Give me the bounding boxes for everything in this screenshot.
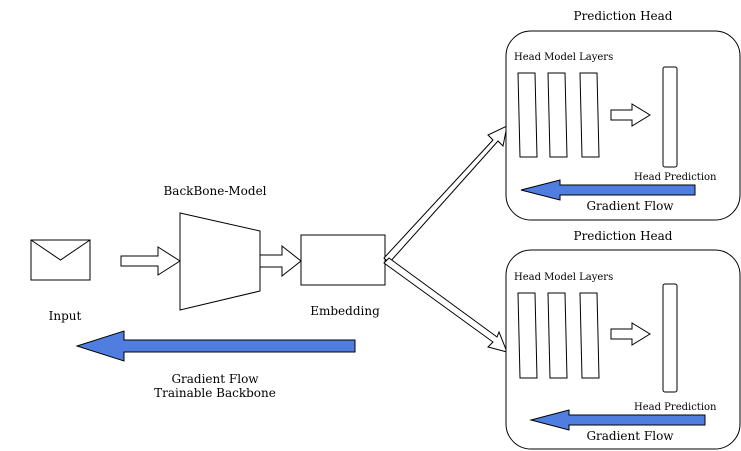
head-2-layer-3 — [579, 292, 600, 379]
head-2-layers-to-output-arrow — [610, 322, 651, 346]
trainable-backbone-label: Trainable Backbone — [154, 386, 276, 400]
input-label: Input — [49, 309, 82, 323]
embedding-label: Embedding — [310, 304, 380, 318]
head-2-prediction-label: Head Prediction — [634, 402, 717, 413]
gradient-arrow-backbone — [75, 330, 356, 362]
main-gradient-flow: Gradient Flow Trainable Backbone — [75, 330, 356, 400]
head-1-gradient-label: Gradient Flow — [586, 199, 674, 213]
embedding-to-head-1-arrow — [383, 125, 508, 264]
backbone-node: BackBone-Model — [163, 184, 267, 311]
embedding-node: Embedding — [300, 234, 386, 318]
input-node: Input — [30, 239, 91, 323]
head-1-layers-label: Head Model Layers — [514, 52, 613, 63]
head-1-title: Prediction Head — [574, 9, 673, 23]
head-2-layer-1 — [517, 292, 538, 379]
head-1-output — [662, 66, 678, 168]
prediction-head-1: Prediction Head Head Model Layers Head P… — [505, 9, 741, 221]
head-1-gradient-arrow — [520, 179, 696, 201]
head-2-layer-2 — [547, 292, 568, 379]
head-1-layers-to-output-arrow — [610, 103, 651, 127]
backbone-label: BackBone-Model — [163, 184, 266, 198]
input-to-backbone-arrow — [120, 246, 181, 276]
prediction-head-2: Prediction Head Head Model Layers Head P… — [505, 229, 741, 450]
embedding-box — [300, 234, 386, 286]
gradient-flow-label: Gradient Flow — [171, 372, 259, 386]
head-1-layer-1 — [517, 72, 538, 158]
backbone-trapezoid — [179, 212, 261, 311]
head-2-title: Prediction Head — [574, 229, 673, 243]
head-2-gradient-arrow — [529, 409, 706, 431]
head-1-layer-3 — [579, 72, 600, 158]
head-1-prediction-label: Head Prediction — [634, 172, 717, 183]
embedding-to-head-2-arrow — [383, 257, 508, 353]
head-2-gradient-label: Gradient Flow — [586, 429, 674, 443]
envelope-flap — [30, 239, 91, 261]
head-1-layer-2 — [547, 72, 568, 158]
backbone-to-embedding-arrow — [259, 244, 302, 278]
head-2-layers-label: Head Model Layers — [514, 272, 613, 283]
head-2-output — [662, 283, 678, 393]
